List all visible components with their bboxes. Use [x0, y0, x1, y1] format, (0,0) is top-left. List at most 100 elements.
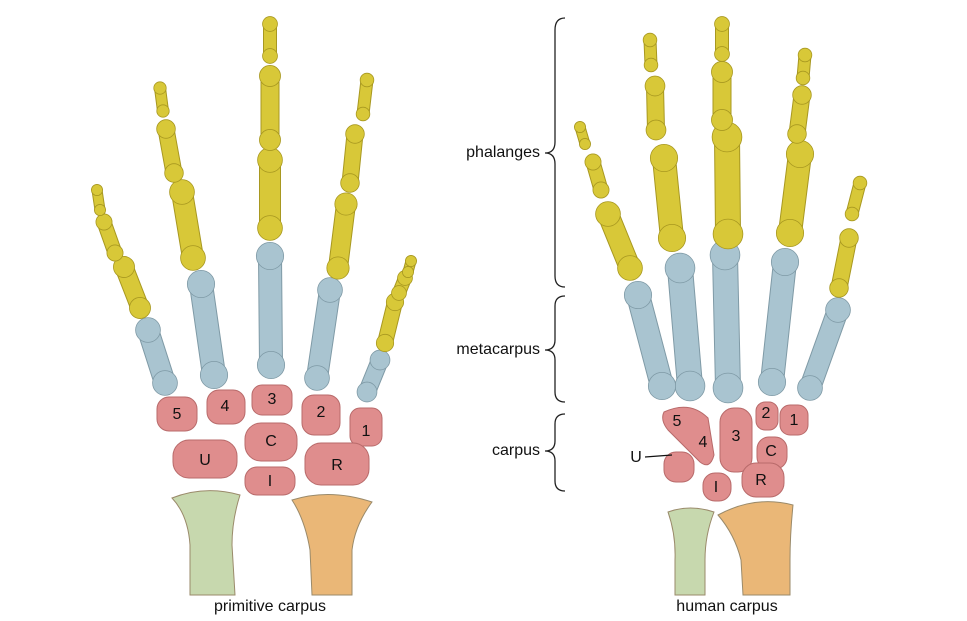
bone-end-knob	[797, 375, 823, 401]
bone-end-knob	[795, 70, 811, 86]
bone-end-knob	[156, 104, 170, 118]
carpal-4-primitive	[206, 389, 246, 425]
bone-end-knob	[664, 252, 696, 284]
bone-end-knob	[180, 245, 206, 271]
metacarpal-bone	[259, 245, 282, 376]
label-c: C	[765, 443, 777, 460]
bone-end-knob	[797, 47, 813, 63]
bone-end-knob	[375, 333, 395, 353]
label-4: 4	[221, 398, 230, 415]
bone-end-knob	[644, 75, 666, 97]
bone-end-knob	[711, 109, 733, 131]
bone-end-knob	[391, 285, 407, 301]
bone-end-knob	[164, 163, 184, 183]
braces	[544, 17, 566, 492]
bone-end-knob	[714, 46, 730, 62]
bone-end-knob	[839, 228, 859, 248]
bone-end-knob	[334, 192, 358, 216]
bone-end-knob	[359, 72, 375, 88]
label-u: U	[630, 449, 642, 466]
carpal-r-human	[741, 462, 785, 498]
bone-end-knob	[711, 61, 733, 83]
bone-end-knob	[787, 124, 807, 144]
bone-end-knob	[623, 280, 653, 310]
bone-end-knob	[262, 16, 278, 32]
bone-end-knob	[153, 81, 167, 95]
bone-end-knob	[355, 106, 371, 122]
bone-end-knob	[304, 365, 330, 391]
bone-end-knob	[584, 153, 602, 171]
primitive-carpals: 5 4 3 2 1 U C I R	[156, 384, 383, 496]
carpal-i-human	[702, 472, 732, 502]
bone-end-knob	[199, 360, 229, 390]
bone-end-knob	[645, 119, 667, 141]
label-3: 3	[732, 428, 741, 445]
carpal-5-primitive	[156, 396, 198, 432]
bone-end-knob	[792, 85, 812, 105]
carpal-1-human	[779, 404, 809, 436]
metacarpal-bone	[761, 251, 796, 393]
bone-end-knob	[579, 138, 591, 150]
caption-human-carpus: human carpus	[676, 598, 777, 615]
brace-carpus	[544, 413, 566, 492]
bone-end-knob	[186, 269, 216, 299]
bone-end-knob	[617, 255, 643, 281]
brace-metacarpus	[544, 295, 566, 403]
label-1: 1	[362, 423, 371, 440]
human-carpals: 5 4 3 2 1 C R I U	[630, 401, 809, 502]
bone-end-knob	[113, 256, 135, 278]
bone-end-knob	[257, 147, 283, 173]
label-c: C	[265, 433, 277, 450]
label-i: I	[268, 473, 272, 490]
bone-end-knob	[657, 223, 687, 253]
bone-end-knob	[643, 57, 659, 73]
radius-primitive	[291, 494, 373, 596]
label-3: 3	[268, 391, 277, 408]
carpal-u-human	[663, 451, 695, 483]
metacarpal-bone	[800, 300, 848, 398]
bone-end-knob	[712, 218, 744, 250]
bone-end-knob	[829, 278, 849, 298]
bone-end-knob	[135, 317, 161, 343]
carpal-intermedium-primitive	[244, 466, 296, 496]
metacarpal-bone	[668, 256, 702, 398]
bone-end-knob	[369, 349, 391, 371]
bone-end-knob	[340, 173, 360, 193]
label-2: 2	[317, 404, 326, 421]
bone-end-knob	[152, 370, 178, 396]
brace-phalanges	[544, 17, 566, 288]
bone-end-knob	[712, 372, 744, 404]
phalanx-bone	[715, 125, 740, 246]
bone-end-knob	[94, 204, 106, 216]
bone-end-knob	[714, 16, 730, 32]
label-2: 2	[762, 405, 771, 422]
bone-end-knob	[259, 129, 281, 151]
bone-end-knob	[255, 241, 285, 271]
bone-end-knob	[770, 247, 800, 277]
metacarpal-bone	[190, 273, 225, 386]
term-carpus: carpus	[492, 442, 540, 459]
bone-end-knob	[674, 370, 706, 402]
bone-end-knob	[844, 206, 860, 222]
bone-end-knob	[356, 381, 378, 403]
bone-end-knob	[642, 32, 658, 48]
ulna-primitive	[171, 490, 241, 596]
bone-end-knob	[156, 119, 176, 139]
term-metacarpus: metacarpus	[456, 341, 540, 358]
bone-end-knob	[402, 266, 414, 278]
metacarpal-bone	[713, 243, 740, 400]
bone-end-knob	[574, 121, 586, 133]
bone-end-knob	[405, 255, 417, 267]
bone-end-knob	[262, 48, 278, 64]
bone-end-knob	[129, 297, 151, 319]
bone-end-knob	[326, 256, 350, 280]
bone-end-knob	[775, 218, 805, 248]
bone-end-knob	[317, 277, 343, 303]
carpal-4-5-human	[662, 406, 715, 466]
carpal-3-primitive	[251, 384, 293, 416]
label-i: I	[714, 479, 718, 496]
caption-primitive-carpus: primitive carpus	[214, 598, 326, 615]
bone-end-knob	[256, 350, 286, 380]
